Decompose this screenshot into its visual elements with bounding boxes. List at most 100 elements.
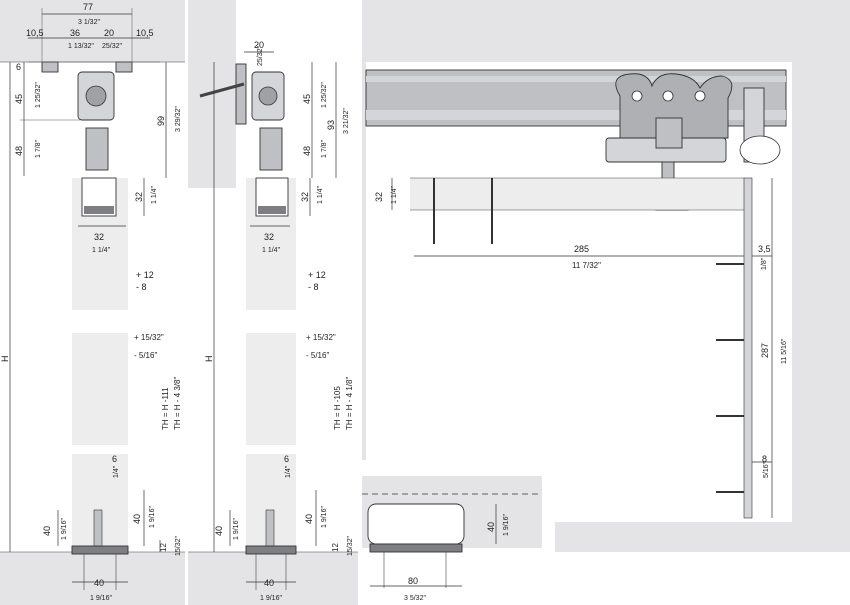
- dim-40-base-in: 1 9/16": [90, 595, 112, 602]
- p2-dim-48-in: 1 7/8": [321, 139, 328, 158]
- panel-front-view: [362, 0, 850, 552]
- p2-dim-40-left: 40: [214, 526, 224, 536]
- dim-45: 45: [14, 94, 24, 104]
- panel-side-view-1: [0, 0, 185, 605]
- p4-dim-40: 40: [486, 522, 496, 532]
- p2-dim-h: H: [204, 356, 214, 363]
- p2-gap-plus-12: + 12: [308, 270, 326, 280]
- dim-40-base: 40: [94, 578, 104, 588]
- dim-h: H: [0, 356, 10, 363]
- panel4-labels: 40 1 9/16" 80 3 5/32": [404, 514, 510, 602]
- p2-dim-40-right-in: 1 9/16": [321, 506, 328, 528]
- dim-48-in: 1 7/8": [35, 139, 42, 158]
- gap-plus-12: + 12: [136, 270, 154, 280]
- dim-40-left-in: 1 9/16": [61, 518, 68, 540]
- p2-dim-48: 48: [302, 146, 312, 156]
- dim-40-right: 40: [132, 514, 142, 524]
- p2-dim-40-right: 40: [304, 514, 314, 524]
- dim-77-in: 3 1/32": [78, 19, 100, 26]
- p2-dim-32-bottom-in: 1 1/4": [262, 247, 281, 254]
- ceiling-3: [362, 0, 850, 62]
- p2-dim-40-base: 40: [264, 578, 274, 588]
- door-top-3: [410, 178, 744, 210]
- dim-40-right-in: 1 9/16": [149, 506, 156, 528]
- p2-dim-40-left-in: 1 9/16": [233, 518, 240, 540]
- p2-dim-6-bottom-in: 1/4": [285, 465, 292, 478]
- p2-dim-th-in: TH = H - 4 1/8": [345, 377, 354, 430]
- p3-dim-32-in: 1 1/4": [391, 185, 398, 204]
- ceiling-1: [0, 0, 185, 62]
- door-leaf-1-mid: [72, 333, 128, 445]
- panel3-labels: 32 1 1/4" 285 11 7/32" 3,5 1/8" 287 11 5…: [374, 185, 788, 478]
- p3-dim-8: 8: [762, 454, 767, 464]
- gap-plus-15-32: + 15/32": [134, 333, 164, 342]
- dim-6-bottom: 6: [112, 454, 117, 464]
- p3-dim-8-in: 5/16": [763, 461, 770, 478]
- left-strip-3: [362, 62, 366, 460]
- p2-dim-12-in: 15/32": [347, 535, 354, 556]
- dim-77: 77: [83, 2, 93, 12]
- p4-dim-80-in: 3 5/32": [404, 595, 426, 602]
- p2-dim-93: 93: [326, 120, 336, 130]
- floor-2: [188, 552, 358, 605]
- dim-36: 36: [70, 28, 80, 38]
- dim-99: 99: [156, 116, 166, 126]
- p2-dim-th: TH = H -105: [333, 386, 342, 430]
- dim-32-right-in: 1 1/4": [151, 185, 158, 204]
- p2-dim-32-right: 32: [300, 192, 310, 202]
- dim-6-bottom-in: 1/4": [113, 465, 120, 478]
- panel1-labels: 77 3 1/32" 10,5 36 1 13/32" 20 25/32" 10…: [0, 2, 182, 602]
- dim-th: TH = H -111: [161, 387, 170, 430]
- dim-10-5-left: 10,5: [26, 28, 44, 38]
- p2-dim-32-right-in: 1 1/4": [317, 185, 324, 204]
- dim-32-bottom-in: 1 1/4": [92, 247, 111, 254]
- p4-dim-40-in: 1 9/16": [503, 514, 510, 536]
- dim-36-in: 1 13/32": [68, 43, 94, 50]
- p2-dim-40-base-in: 1 9/16": [260, 595, 282, 602]
- p2-dim-45-in: 1 25/32": [321, 82, 328, 108]
- p2-dim-93-in: 3 21/32": [343, 108, 350, 134]
- p2-gap-plus-15-32: + 15/32": [306, 333, 336, 342]
- p2-dim-32-bottom: 32: [264, 232, 274, 242]
- p2-dim-6-bottom: 6: [284, 454, 289, 464]
- p4-dim-80: 80: [408, 576, 418, 586]
- dim-th-in: TH = H - 4 3/8": [173, 377, 182, 430]
- p2-dim-45: 45: [302, 94, 312, 104]
- p3-dim-32: 32: [374, 192, 384, 202]
- dim-20-in: 25/32": [102, 43, 123, 50]
- p3-dim-287-in: 11 5/16": [781, 338, 788, 364]
- door-leaf-2-mid: [246, 333, 296, 445]
- dim-20: 20: [104, 28, 114, 38]
- panel-bottom-guide: [362, 476, 542, 605]
- dim-6: 6: [16, 62, 21, 72]
- floor-strip-3: [555, 522, 850, 552]
- p2-gap-minus-5-16: - 5/16": [306, 351, 329, 360]
- gap-minus-5-16: - 5/16": [134, 351, 157, 360]
- p2-dim-20: 20: [254, 40, 264, 50]
- dim-99-in: 3 29/32": [175, 106, 182, 132]
- panel-side-view-2: [188, 0, 358, 605]
- roller-carriage: [615, 73, 733, 139]
- floor-1: [0, 552, 185, 605]
- p2-dim-12: 12: [331, 543, 340, 552]
- dim-40-left: 40: [42, 526, 52, 536]
- right-wall-3: [792, 62, 850, 522]
- p3-dim-3-5: 3,5: [758, 244, 771, 254]
- jamb-3: [743, 177, 753, 519]
- p3-dim-3-5-in: 1/8": [761, 257, 768, 270]
- dim-32-bottom: 32: [94, 232, 104, 242]
- p3-dim-285: 285: [574, 244, 589, 254]
- p3-dim-287: 287: [760, 343, 770, 358]
- p3-dim-285-in: 11 7/32": [572, 261, 601, 270]
- dim-45-in: 1 25/32": [35, 82, 42, 108]
- p2-gap-minus-8: - 8: [308, 282, 319, 292]
- dim-10-5-right: 10,5: [136, 28, 154, 38]
- dim-32-right: 32: [134, 192, 144, 202]
- gap-minus-8: - 8: [136, 282, 147, 292]
- p2-dim-20-in: 25/32": [257, 45, 264, 66]
- dim-12-in: 15/32": [175, 535, 182, 556]
- panel2-labels: 20 25/32" 45 1 25/32" 48 1 7/8" 93 3 21/…: [204, 40, 354, 602]
- dim-48: 48: [14, 146, 24, 156]
- dim-12: 12: [159, 543, 168, 552]
